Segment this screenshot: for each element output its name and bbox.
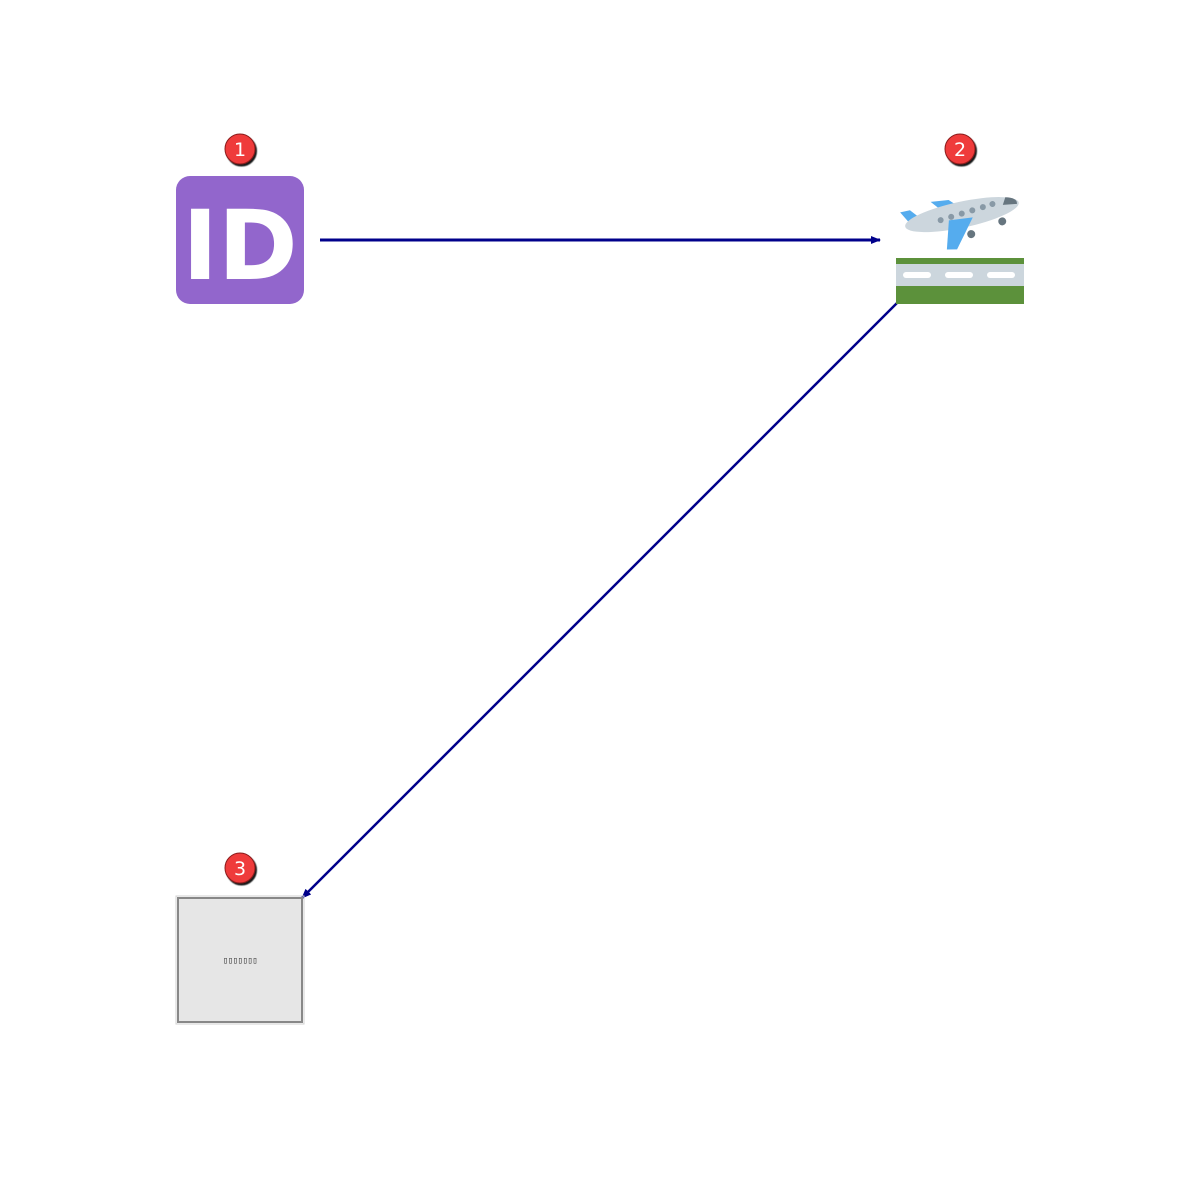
airplane-departure-icon — [896, 197, 1024, 304]
node-1: ID 1 — [176, 133, 304, 304]
node-3: ▯▯▯▯▯▯▯ 3 — [175, 852, 305, 1025]
placeholder-text: ▯▯▯▯▯▯▯ — [223, 956, 257, 966]
node-badge-label: 1 — [234, 139, 246, 161]
missing-image-placeholder: ▯▯▯▯▯▯▯ — [175, 895, 305, 1025]
node-badge: 3 — [224, 852, 256, 884]
node-badge-label: 3 — [234, 858, 246, 880]
node-badge: 2 — [944, 133, 976, 165]
node-2: 2 — [896, 133, 1024, 304]
id-button-icon: ID — [176, 176, 304, 304]
edge-2-to-3 — [301, 301, 899, 899]
node-badge: 1 — [224, 133, 256, 165]
node-badge-label: 2 — [954, 139, 966, 161]
id-glyph: ID — [182, 190, 297, 302]
